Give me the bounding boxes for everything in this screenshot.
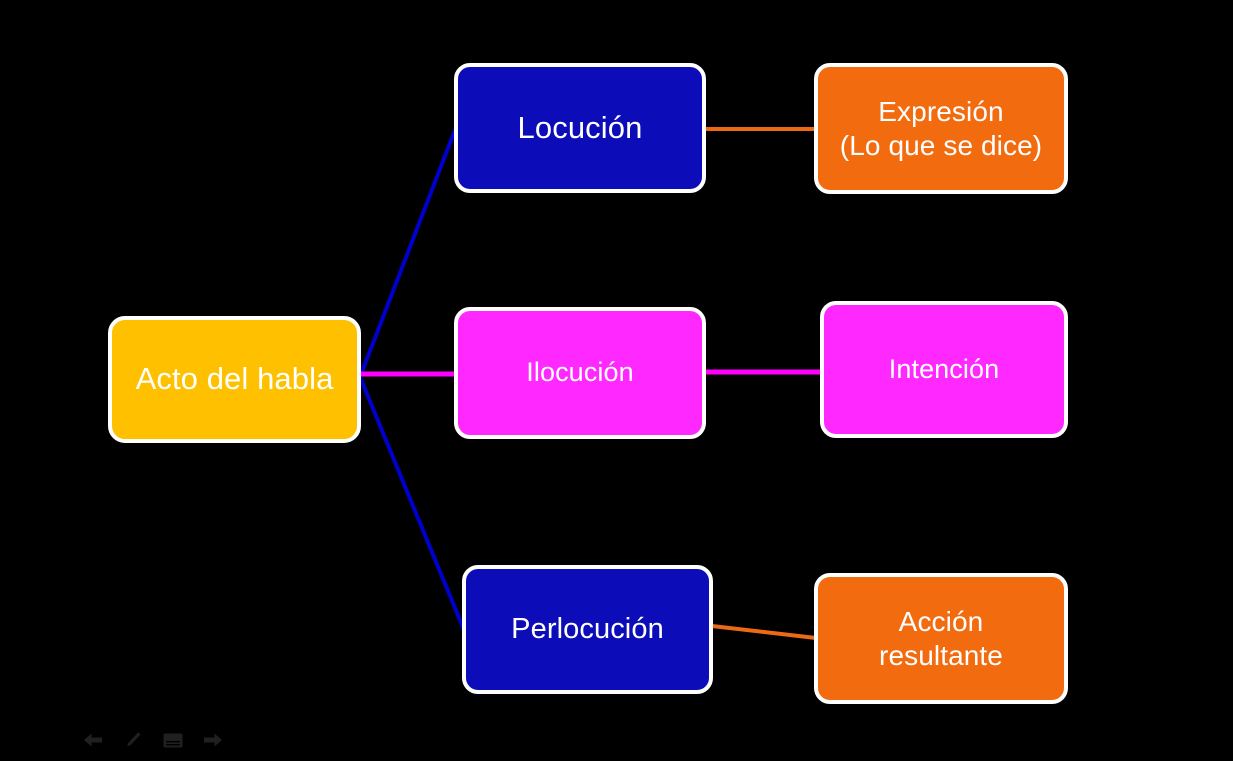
connector-perlocucion-to-accion [711,624,817,640]
arrow-right-icon [203,732,223,748]
next-slide-button[interactable] [202,730,224,750]
node-intencion[interactable]: Intención [820,301,1068,438]
pen-tool-button[interactable] [122,730,144,750]
node-accion-resultante-line2: resultante [879,639,1003,671]
slideshow-toolbar [82,727,224,753]
node-ilocucion[interactable]: Ilocución [454,307,706,439]
node-perlocucion[interactable]: Perlocución [462,565,713,694]
pen-icon [124,731,142,749]
node-perlocucion-label: Perlocución [511,613,664,646]
node-expresion-label: Expresión (Lo que se dice) [818,95,1064,161]
arrow-left-icon [83,732,103,748]
node-ilocucion-label: Ilocución [526,357,634,388]
node-acto-del-habla-label: Acto del habla [135,361,334,397]
node-intencion-label: Intención [888,353,1000,384]
slide-menu-icon [163,733,183,748]
node-expresion[interactable]: Expresión (Lo que se dice) [814,63,1068,194]
node-accion-resultante-label: Acción resultante [818,605,1064,671]
node-locucion[interactable]: Locución [454,63,706,193]
node-expresion-line2: (Lo que se dice) [839,129,1043,161]
node-accion-resultante[interactable]: Acción resultante [814,573,1068,704]
slide-menu-button[interactable] [162,730,184,750]
previous-slide-button[interactable] [82,730,104,750]
node-acto-del-habla[interactable]: Acto del habla [108,316,361,443]
connector-acto-to-perlocucion [358,376,466,631]
connector-acto-to-locucion [358,129,457,378]
node-accion-resultante-line1: Acción [898,606,984,638]
node-locucion-label: Locución [517,109,643,145]
node-expresion-line1: Expresión [878,96,1004,128]
